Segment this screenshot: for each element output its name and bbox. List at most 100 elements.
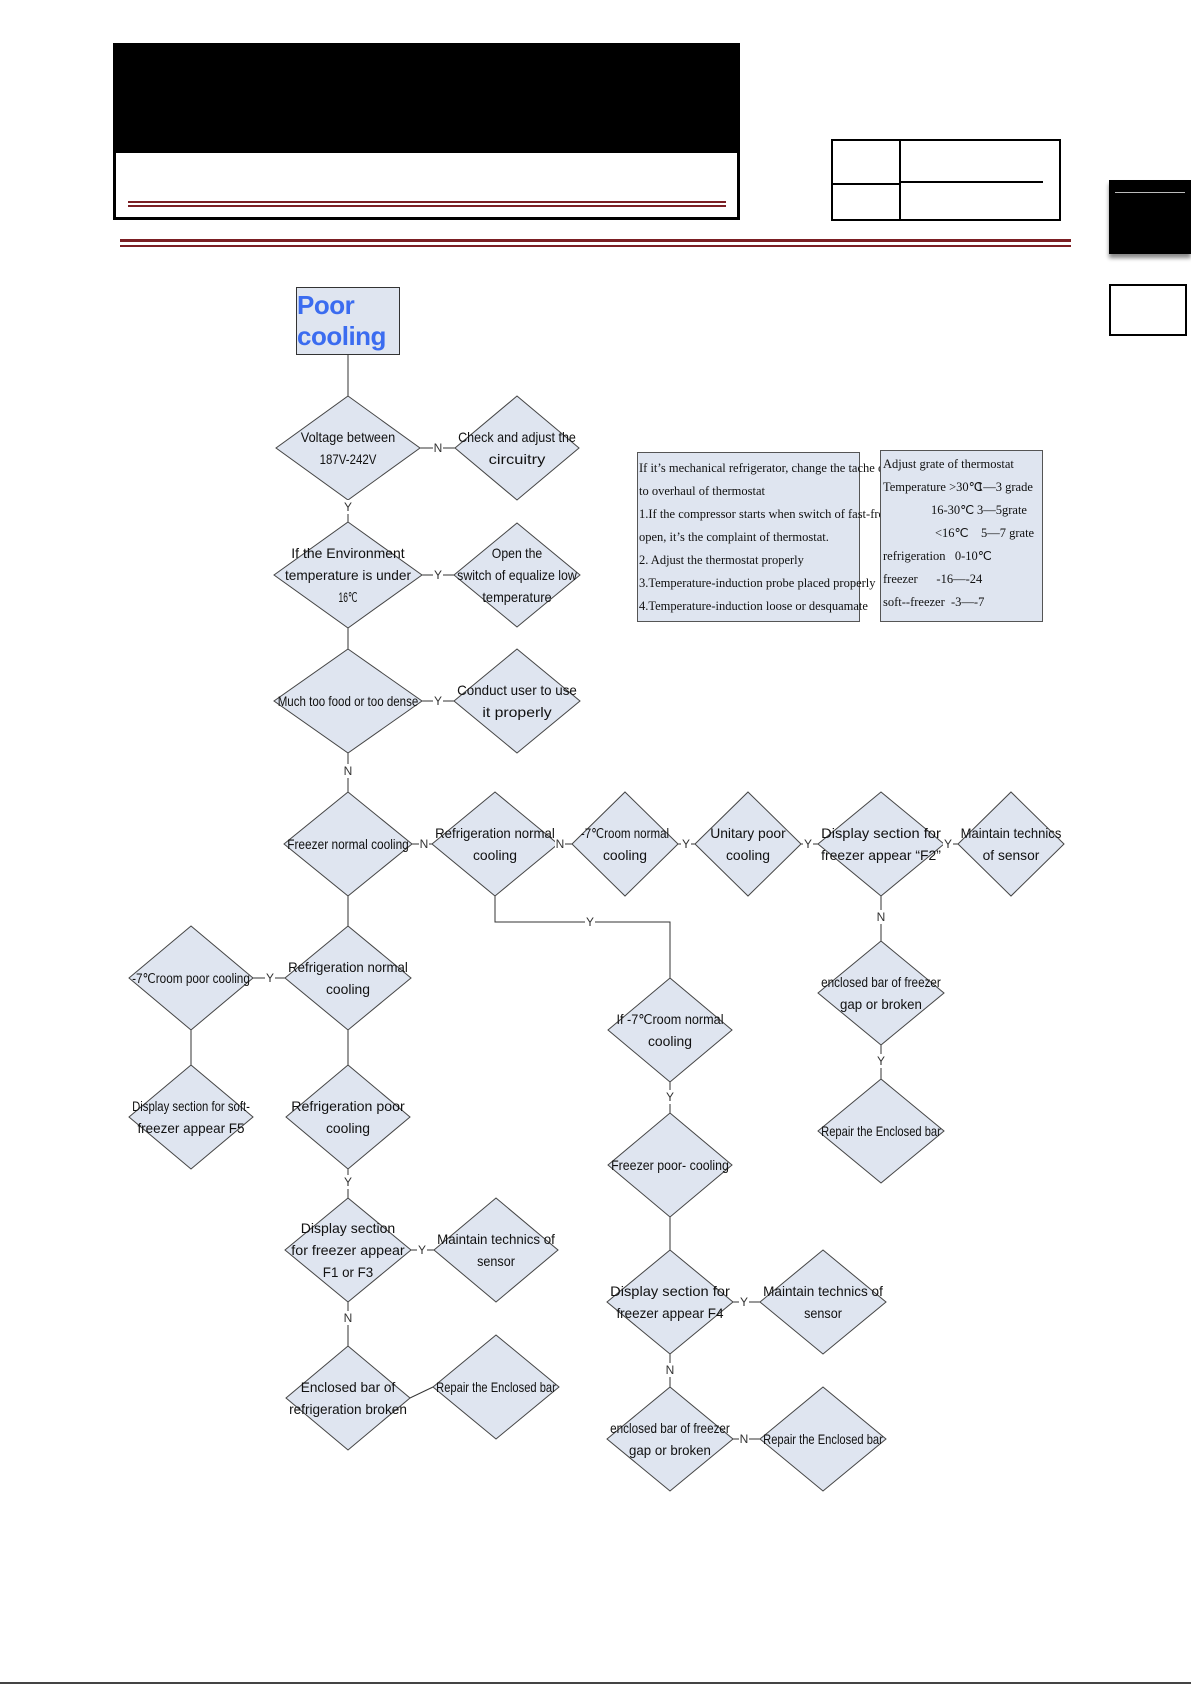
decision-diamond (571, 791, 679, 897)
note-range: freezer -16—-24 (883, 572, 983, 586)
decision-diamond (284, 1197, 412, 1303)
decision-diamond (432, 1334, 560, 1440)
branch-label-bg (739, 1432, 749, 1446)
decision-diamond (817, 791, 945, 897)
branch-label-bg (665, 1363, 675, 1377)
node-text: for freezer appear (291, 1242, 405, 1258)
header-main-rule (120, 239, 1071, 247)
decision-node-conduct-user: Conduct user to use it properly (453, 648, 581, 754)
branch-label-bg (585, 915, 595, 929)
branch-label-bg (265, 971, 275, 985)
branch-label-bg (739, 1295, 749, 1309)
decision-node-display-f5: Display section for soft-freezer appear … (128, 1064, 254, 1170)
node-text: Refrigeration poor (291, 1098, 405, 1114)
branch-label-bg (876, 910, 886, 924)
branch-label-no: N (666, 1363, 675, 1377)
node-text: Conduct user to use (457, 682, 577, 698)
branch-label-yes: Y (682, 837, 690, 851)
node-text: temperature is under (285, 567, 411, 583)
node-text: switch of equalize low (457, 567, 577, 583)
side-tab-active (1109, 180, 1191, 254)
decision-diamond (694, 791, 802, 897)
node-text: cooling (648, 1033, 692, 1049)
decision-diamond (817, 940, 945, 1046)
node-text: sensor (804, 1305, 842, 1321)
note-line: to overhaul of thermostat (639, 484, 766, 498)
decision-diamond (607, 977, 733, 1083)
branch-label-bg (803, 837, 813, 851)
node-text: temperature (482, 589, 551, 605)
node-text: Maintain technics of (763, 1283, 883, 1299)
note-temp: Temperature >30℃ (883, 480, 983, 494)
branch-label-yes: Y (266, 971, 274, 985)
node-text: If -7℃room normal (616, 1011, 723, 1027)
branch-label-bg (419, 837, 429, 851)
node-text: refrigeration broken (289, 1401, 407, 1417)
node-text: Unitary poor (710, 825, 786, 841)
node-text: Voltage between (301, 429, 396, 445)
branch-label-yes: Y (944, 837, 952, 851)
header-title-block (113, 43, 740, 153)
decision-diamond (453, 648, 581, 754)
node-text: Open the (492, 545, 543, 561)
node-text: -7℃room poor cooling (132, 970, 250, 986)
branch-label-bg (343, 500, 353, 514)
header-inner-rule (128, 201, 726, 207)
branch-label-yes: Y (418, 1243, 426, 1257)
flowchart-title: Poor cooling (296, 287, 400, 355)
node-text: enclosed bar of freezer (610, 1420, 730, 1436)
decision-node-repair-bottom: Repair the Enclosed bar (759, 1386, 887, 1492)
branch-label-no: N (420, 837, 429, 851)
node-text: cooling (326, 1120, 370, 1136)
decision-node-repair-left: Repair the Enclosed bar (432, 1334, 560, 1440)
node-text: it properly (482, 704, 551, 720)
note-temp: 16-30℃ (931, 503, 975, 517)
branch-label-bg (433, 441, 443, 455)
branch-label-yes: Y (586, 915, 594, 929)
branch-label-yes: Y (344, 500, 352, 514)
decision-diamond (454, 395, 580, 501)
branch-label-bg (433, 694, 443, 708)
decision-diamond (607, 1112, 733, 1218)
node-text: freezer appear “F2” (821, 847, 941, 863)
note-line: 3.Temperature-induction probe placed pro… (639, 576, 876, 590)
node-text: circuitry (489, 451, 546, 467)
note-mechanical-refrigerator: If it’s mechanical refrigerator, change … (637, 452, 928, 622)
branch-label-yes: Y (804, 837, 812, 851)
node-text: Repair the Enclosed bar (821, 1123, 941, 1139)
decision-diamond (283, 791, 413, 897)
node-text: Maintain technics of (437, 1231, 555, 1247)
decision-diamond (275, 395, 421, 501)
node-text: Freezer poor- cooling (611, 1157, 729, 1173)
branch-label-bg (343, 1311, 353, 1325)
branch-label-bg (343, 764, 353, 778)
node-text: freezer appear F4 (616, 1305, 723, 1321)
node-text: Repair the Enclosed bar (436, 1379, 556, 1395)
decision-diamond (759, 1386, 887, 1492)
branch-label-no: N (740, 1432, 749, 1446)
note-line: 2. Adjust the thermostat properly (639, 553, 804, 567)
decision-diamond (606, 1249, 734, 1355)
decision-diamond (273, 648, 423, 754)
note-line: open, it’s the complaint of thermostat. (639, 530, 829, 544)
side-tab (1109, 284, 1187, 336)
footer-rule (0, 1682, 1191, 1684)
connector-line (494, 896, 671, 978)
node-text: enclosed bar of freezer (821, 974, 941, 990)
branch-label-bg (343, 1175, 353, 1189)
node-text: F1 or F3 (323, 1264, 374, 1280)
node-text: gap or broken (629, 1442, 711, 1458)
